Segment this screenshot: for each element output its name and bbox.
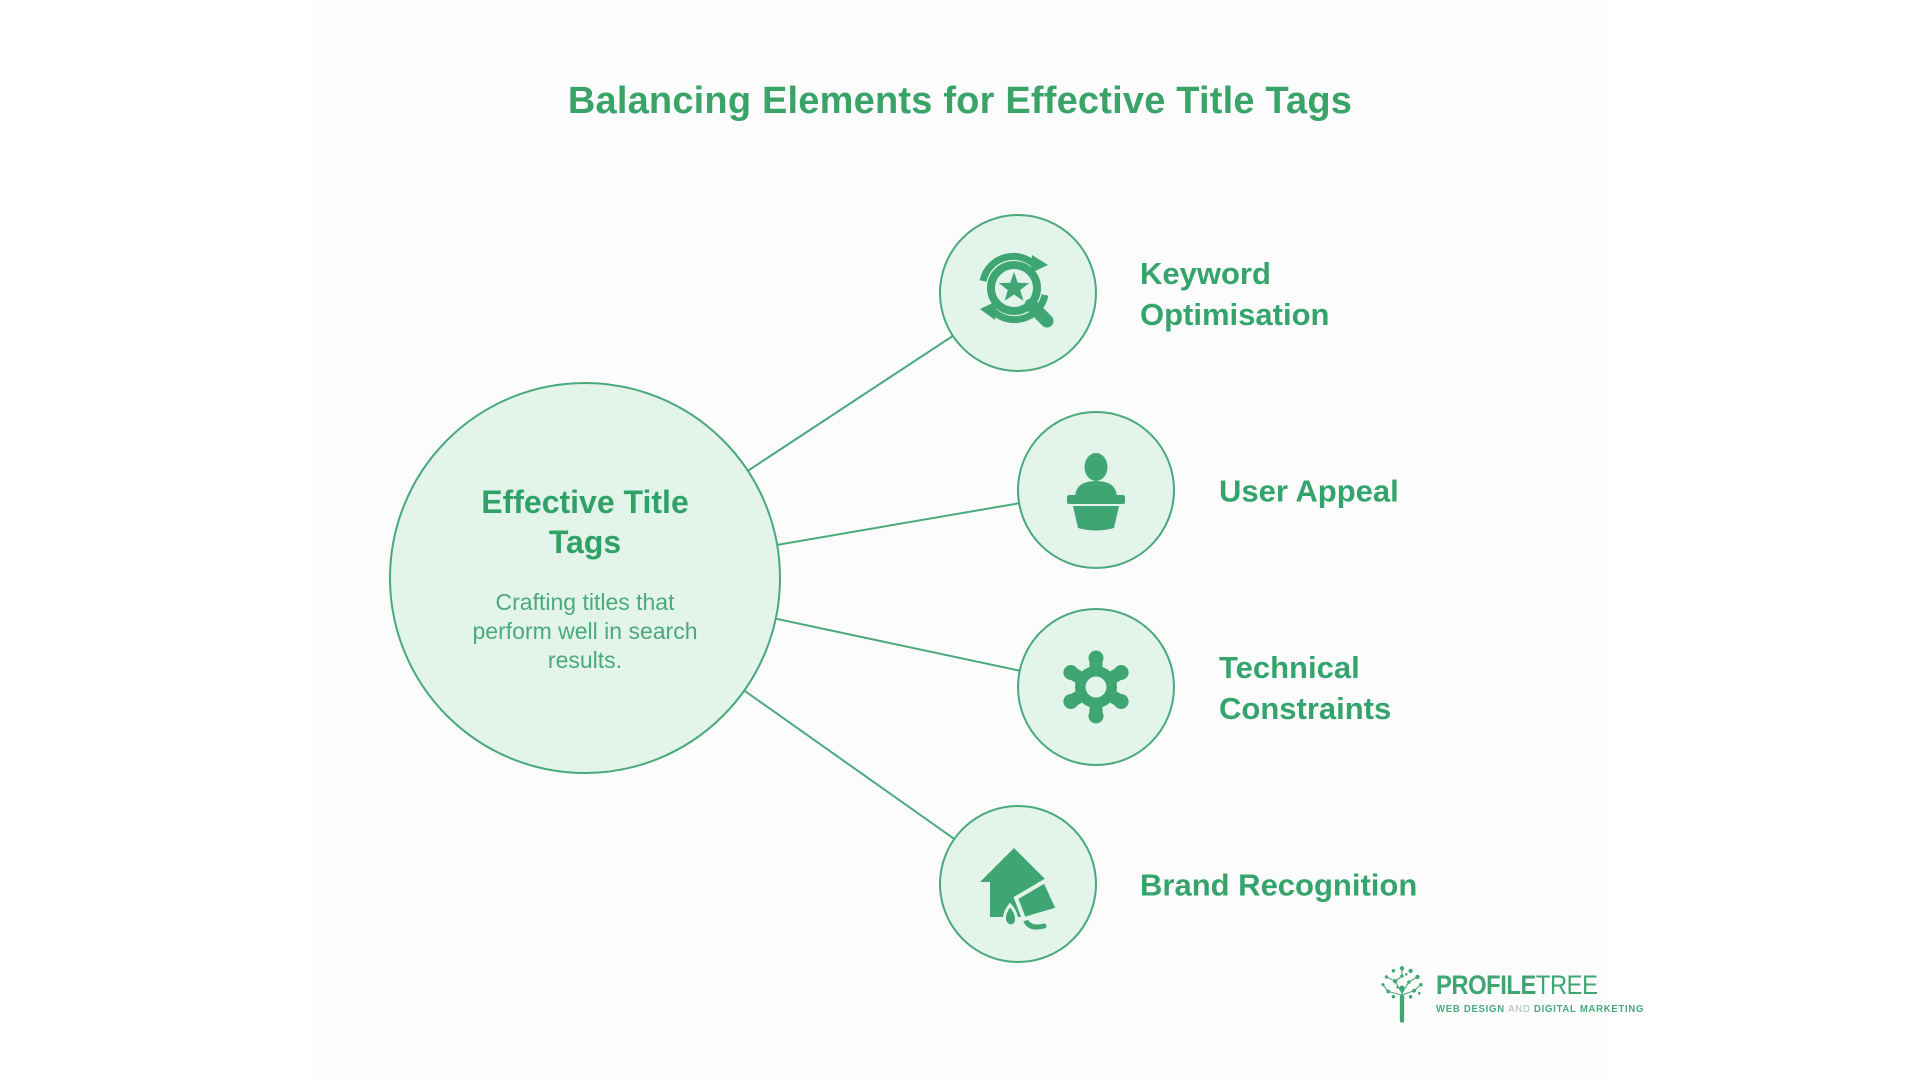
brand-name: PROFILETREE xyxy=(1436,972,1629,999)
brand-name-tree: TREE xyxy=(1535,970,1598,1000)
node-keyword-optimisation xyxy=(939,214,1097,372)
tree-network-icon xyxy=(1381,966,1423,1023)
node-user-appeal xyxy=(1017,411,1175,569)
profiletree-logo: PROFILETREE WEB DESIGN AND DIGITAL MARKE… xyxy=(1376,964,1655,1026)
person-podium-icon xyxy=(1067,453,1125,531)
node-brand-recognition xyxy=(939,805,1097,963)
label-technical-constraints: Technical Constraints xyxy=(1219,650,1392,726)
label-user-appeal: User Appeal xyxy=(1219,473,1399,509)
brand-tagline: WEB DESIGN AND DIGITAL MARKETING xyxy=(1436,1004,1644,1015)
node-technical-constraints xyxy=(1017,608,1175,766)
house-megaphone-icon xyxy=(980,848,1061,930)
gear-icon xyxy=(1063,650,1129,724)
brand-name-profile: PROFILE xyxy=(1436,970,1536,1000)
label-brand-recognition: Brand Recognition xyxy=(1140,867,1418,903)
search-star-refresh-icon xyxy=(979,252,1054,328)
central-node-description: Crafting titles that perform well in sea… xyxy=(472,588,698,673)
central-node-heading: Effective Title Tags xyxy=(481,483,689,560)
label-keyword-optimisation: Keyword Optimisation xyxy=(1140,256,1330,332)
tagline-digital-marketing: DIGITAL MARKETING xyxy=(1533,1004,1645,1015)
tagline-web-design: WEB DESIGN xyxy=(1436,1004,1505,1015)
central-node-effective-title-tags: Effective Title Tags Crafting titles tha… xyxy=(389,382,781,774)
tagline-and: AND xyxy=(1508,1004,1531,1015)
page-title: Balancing Elements for Effective Title T… xyxy=(567,80,1353,122)
